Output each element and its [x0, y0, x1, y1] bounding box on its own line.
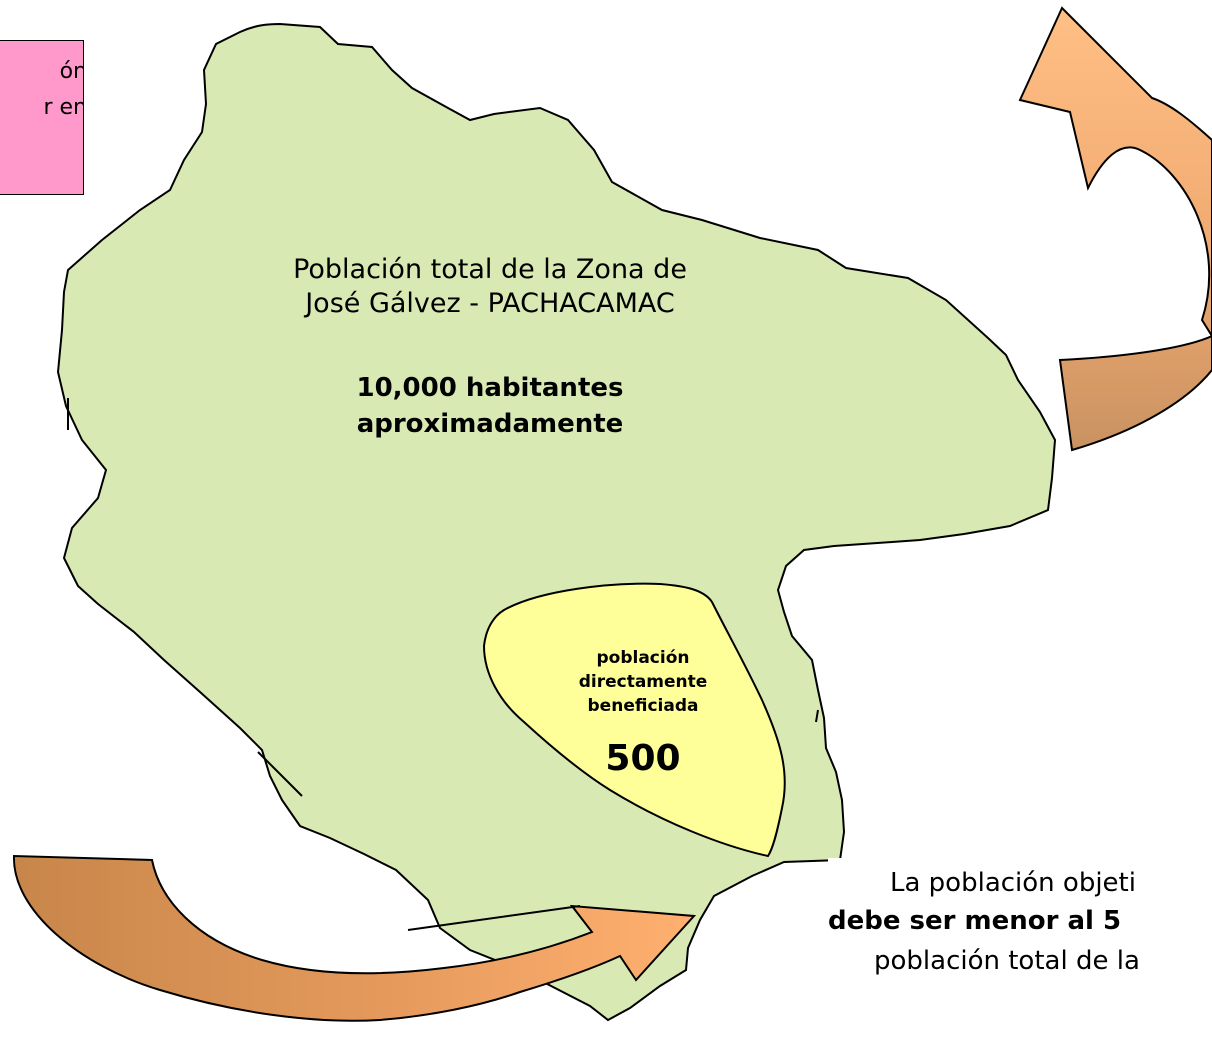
beneficiary-region — [482, 582, 786, 858]
note-box: ón r en — [0, 40, 84, 195]
arrow-bottom-inner-edge — [407, 905, 581, 931]
conclusion-line-2: debe ser menor al 5 — [828, 906, 1122, 936]
territory-count-line-1: 10,000 habitantes — [356, 373, 624, 403]
territory-count-line-2: aproximadamente — [356, 409, 624, 439]
beneficiary-line-2: directamente — [578, 672, 708, 692]
territory-title-line-2: José Gálvez - PACHACAMAC — [305, 288, 675, 319]
territory-title-line-1: Población total de la Zona de — [293, 254, 687, 285]
beneficiary-label: población directamente beneficiada — [548, 646, 738, 718]
conclusion-box: La población objeti debe ser menor al 5 … — [828, 858, 1212, 1038]
outline-segment — [815, 709, 819, 723]
territory-region — [56, 22, 1057, 1022]
curved-arrow-bottom — [12, 854, 697, 1022]
conclusion-line-3: población total de la — [874, 946, 1140, 976]
beneficiary-line-3: beneficiada — [587, 696, 699, 716]
territory-title: Población total de la Zona de José Gálve… — [180, 253, 800, 321]
territory-count: 10,000 habitantes aproximadamente — [230, 370, 750, 442]
note-line-1: ón — [59, 59, 83, 84]
curved-arrow-top — [1018, 6, 1212, 452]
beneficiary-value: 500 — [605, 738, 681, 779]
note-line-2: r en — [43, 95, 84, 120]
conclusion-line-1: La población objeti — [890, 868, 1136, 898]
outline-segment — [257, 751, 303, 797]
beneficiary-line-1: población — [596, 648, 690, 668]
